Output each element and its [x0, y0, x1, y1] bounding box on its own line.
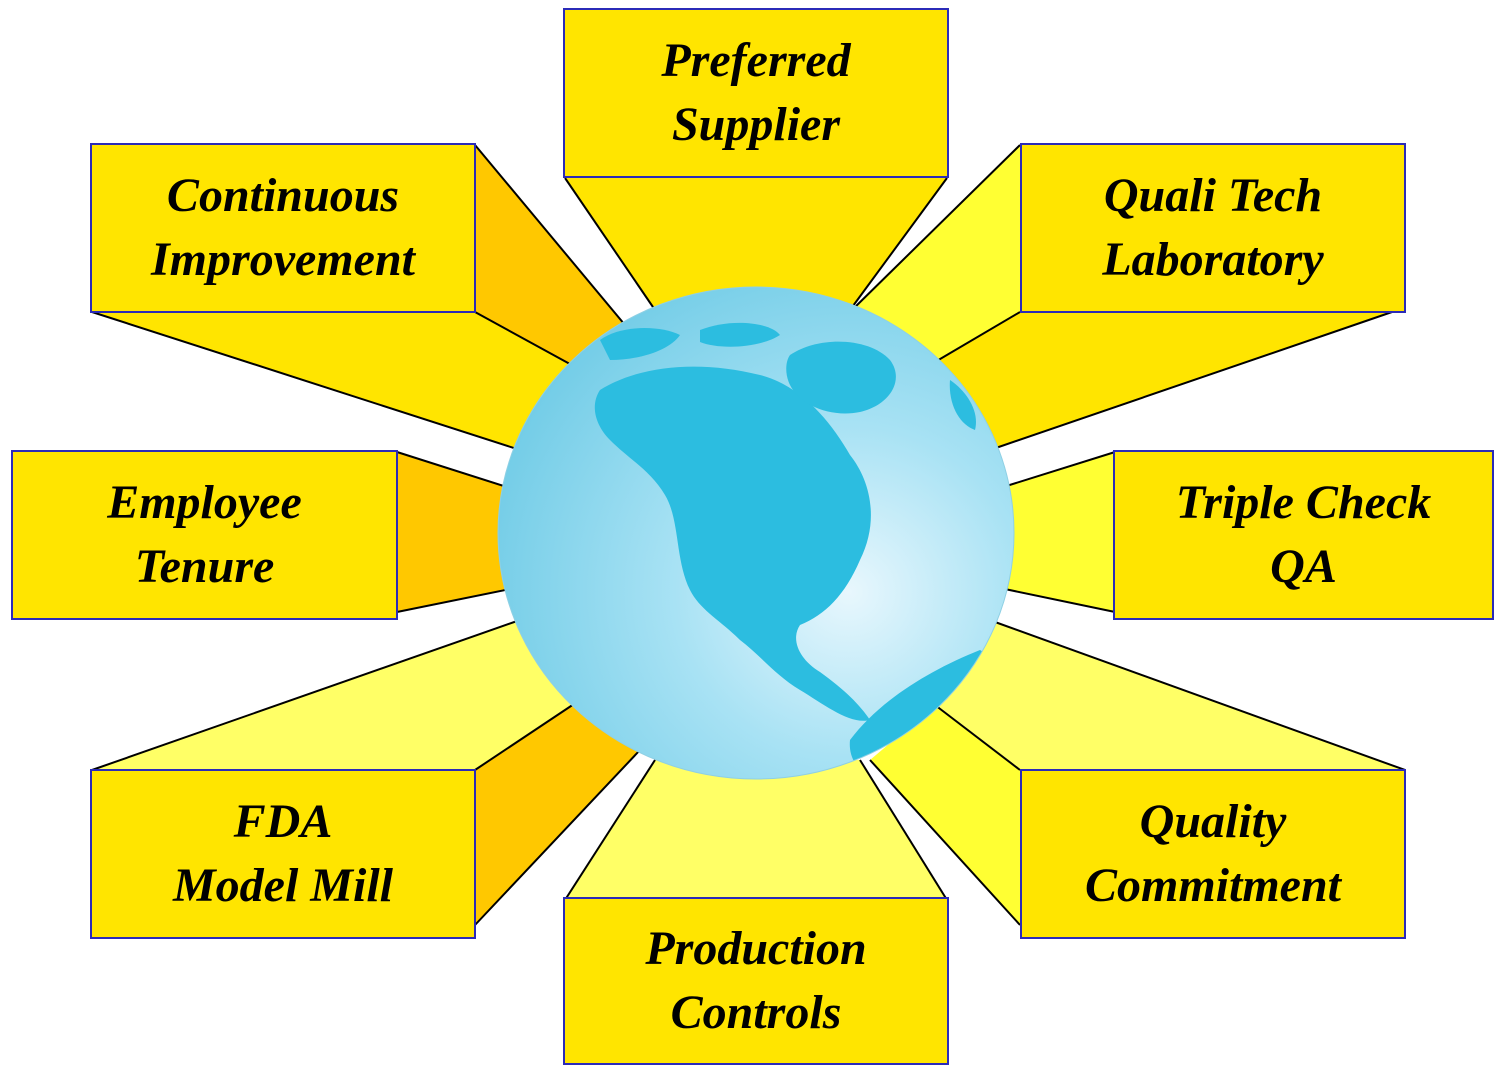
ray-fda-side	[475, 700, 640, 925]
box-label-line: Laboratory	[1102, 233, 1324, 286]
box-label-line: Supplier	[671, 98, 841, 151]
ray-edge	[91, 311, 521, 451]
ray-employee-tenure	[397, 452, 515, 612]
box-label-line: Commitment	[1084, 859, 1342, 912]
ray-edge	[994, 621, 1406, 771]
ray-quali-tech-bottom	[930, 312, 1392, 450]
ray-quali-tech-side	[850, 145, 1020, 365]
box-quality-commitment: Quality Commitment	[1020, 769, 1406, 939]
ray-edge	[859, 759, 948, 901]
ray-edge	[934, 311, 1021, 363]
box-label-line: Production	[645, 922, 867, 975]
box-label-line: Preferred	[661, 34, 851, 87]
ray-edge	[564, 177, 656, 311]
ray-edge	[999, 587, 1116, 613]
ray-production-controls	[565, 760, 947, 900]
ray-quality-side	[870, 705, 1020, 925]
ray-edge	[564, 759, 656, 901]
box-label-line: Improvement	[151, 233, 415, 286]
ray-edge	[999, 451, 1116, 489]
ray-continuous-improvement-bottom	[92, 312, 600, 450]
continent-north-america	[594, 366, 871, 721]
box-label-line: Continuous	[166, 169, 400, 222]
ray-edge	[849, 144, 1021, 313]
box-label-line: Model Mill	[172, 859, 393, 912]
box-label-line: QA	[1270, 540, 1337, 593]
ray-edge	[474, 749, 641, 926]
box-preferred-supplier: Preferred Supplier	[563, 8, 949, 178]
box-label-line: Employee	[107, 476, 302, 529]
ray-edge	[989, 311, 1393, 451]
ray-quality-top	[935, 622, 1405, 770]
box-production-controls: Production Controls	[563, 897, 949, 1065]
box-employee-tenure: Employee Tenure	[11, 450, 398, 620]
ray-edge	[396, 451, 511, 489]
box-label-line: Triple Check	[1175, 476, 1432, 529]
box-quali-tech-laboratory: Quali Tech Laboratory	[1020, 143, 1406, 313]
ray-edge	[474, 699, 581, 771]
box-label-line: Tenure	[134, 540, 275, 593]
ray-edge	[396, 587, 516, 613]
continent-greenland	[786, 341, 896, 414]
ray-edge	[91, 619, 521, 771]
ray-edge	[934, 704, 1021, 771]
box-label-line: Quali Tech	[1103, 169, 1323, 222]
ray-fda-top	[92, 620, 580, 770]
box-triple-check-qa: Triple Check QA	[1113, 450, 1494, 620]
ray-triple-check	[1000, 452, 1115, 612]
box-label-line: FDA	[233, 795, 333, 848]
ray-edge	[869, 759, 1021, 926]
continent-europe-edge	[949, 380, 976, 430]
continent-arctic-islands	[600, 328, 680, 360]
ray-preferred-supplier	[565, 178, 947, 310]
box-continuous-improvement: Continuous Improvement	[90, 143, 476, 313]
box-fda-model-mill: FDA Model Mill	[90, 769, 476, 939]
continent-arctic-islands-2	[700, 322, 780, 347]
box-label-line: Controls	[670, 986, 842, 1039]
ray-edge	[474, 144, 626, 326]
globe	[497, 286, 1015, 780]
ray-edge	[849, 177, 948, 311]
ray-continuous-improvement	[475, 145, 625, 380]
box-label-line: Quality	[1139, 795, 1287, 848]
